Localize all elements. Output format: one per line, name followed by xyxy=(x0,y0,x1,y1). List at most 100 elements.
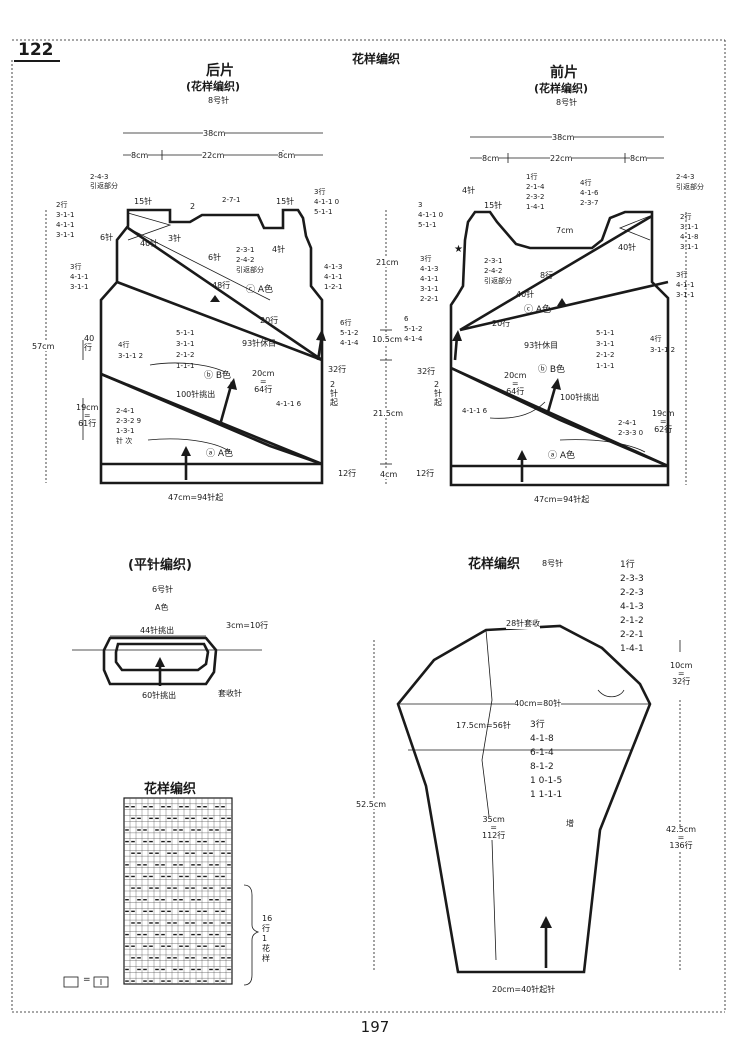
back-color-c: ⓒ A色 xyxy=(246,285,274,295)
back-right-inc1: 3行 4-1-1 0 5-1-1 xyxy=(314,188,340,216)
dim-21cm: 21cm xyxy=(376,258,399,267)
front-width-total: 38cm xyxy=(552,133,575,142)
front-neck-right: 4行 4-1-6 2-3-7 xyxy=(580,179,599,207)
back-color-a: ⓐ A色 xyxy=(206,449,234,459)
sleeve-right-height: 42.5cm = 136行 xyxy=(666,825,697,850)
sleeve-upper-width: 40cm=80针 xyxy=(514,698,562,709)
front-color-a: ⓐ A色 xyxy=(548,451,576,461)
back-title: 后片 xyxy=(206,63,234,79)
front-side-rows: 32行 xyxy=(417,367,436,376)
back-bottom-width: 47cm=94针起 xyxy=(168,493,224,502)
front-star-icon: ★ xyxy=(454,244,463,255)
back-left-inc1: 2行 3-1-1 4-1-1 3-1-1 xyxy=(56,201,75,239)
front-shoulder-left: 15针 xyxy=(484,201,503,210)
front-short-right: 2-4-3 引返部分 xyxy=(676,173,704,191)
front-bottom-width: 47cm=94针起 xyxy=(534,495,590,504)
page-number: 122 xyxy=(14,40,60,62)
front-bind-off: 93针休目 xyxy=(524,341,559,350)
back-short-left: 2-4-3 引返部分 xyxy=(90,173,118,190)
front-left-side: 6 5-1-2 4-1-4 xyxy=(404,315,423,343)
front-sts-40: 40针 xyxy=(618,243,637,252)
front-lower-dec: 2-4-1 2-3-3 0 xyxy=(618,419,644,437)
back-pick-up: 100针挑出 xyxy=(176,390,216,399)
front-bottom-rows: 12行 xyxy=(416,469,435,478)
front-mid-height: 20cm = 64行 xyxy=(504,371,527,396)
sleeve-diagram xyxy=(373,624,681,974)
front-right-inc1: 2行 3-1-1 4-1-8 3-1-1 xyxy=(680,213,699,251)
back-outline xyxy=(99,208,324,485)
front-sts-40b: 40针 xyxy=(516,290,535,299)
back-right-inc2: 4-1-3 4-1-1 1-2-1 xyxy=(324,263,343,291)
back-width-right: 8cm xyxy=(278,151,296,160)
collar-bottom: 60针挑出 xyxy=(142,691,177,700)
front-side-2: 2 针 起 xyxy=(434,380,442,407)
collar-title: (平针编织) xyxy=(128,558,192,573)
front-title: 前片 xyxy=(550,65,578,81)
front-subtitle: (花样编织) xyxy=(534,82,589,95)
front-piece xyxy=(449,136,687,487)
back-neck-side: 6针 xyxy=(100,233,114,242)
back-color-b: ⓑ B色 xyxy=(204,371,232,381)
front-color-c: ⓒ A色 xyxy=(524,305,552,315)
front-left-4: 4针 xyxy=(462,186,476,195)
front-lower-right: 19cm = 62行 xyxy=(652,409,675,434)
back-right-inc3: 6行 5-1-2 4-1-4 xyxy=(340,319,359,347)
stitch-chart xyxy=(123,797,233,985)
chart-brace xyxy=(243,884,260,986)
collar-bindoff: 套收针 xyxy=(218,689,242,698)
front-rows-20: 20行 xyxy=(492,319,511,328)
front-right-dec: 4行 3-1-1 2 xyxy=(650,335,676,354)
back-mid-height: 20cm = 64行 xyxy=(252,369,275,394)
front-left-dec: 4-1-1 6 xyxy=(462,407,488,415)
chart-title: 花样编织 xyxy=(144,782,197,797)
collar-color: A色 xyxy=(155,603,169,612)
sleeve-half-width: 17.5cm=56针 xyxy=(456,721,511,730)
back-needle: 8号针 xyxy=(208,96,230,105)
back-neck-rows: 2-7-1 xyxy=(222,196,241,204)
collar-needle: 6号针 xyxy=(152,585,174,594)
sleeve-total-height: 52.5cm xyxy=(356,800,387,809)
back-rows-40: 40 行 xyxy=(84,334,95,352)
back-side-rows: 32行 xyxy=(328,365,347,374)
dim-21-5cm: 21.5cm xyxy=(373,409,404,418)
sleeve-inc-label: 增 xyxy=(566,819,574,828)
sleeve-dec-rows: 1行 2-3-3 2-2-3 4-1-3 2-1-2 2-2-1 1-4-1 xyxy=(620,560,644,654)
back-rows-20: 20行 xyxy=(260,316,279,325)
front-outline xyxy=(449,210,670,487)
back-shoulder-left: 15针 xyxy=(134,197,153,206)
back-width-total: 38cm xyxy=(203,129,226,138)
back-side-2: 2 针 起 xyxy=(330,380,338,407)
sleeve-mid-height: 35cm = 112行 xyxy=(482,815,506,840)
sleeve-title: 花样编织 xyxy=(468,557,521,572)
back-subtitle: (花样编织) xyxy=(186,80,241,93)
front-needle: 8号针 xyxy=(556,98,578,107)
sleeve-top: 28针套收 xyxy=(506,618,541,629)
back-piece xyxy=(45,132,326,485)
front-left-inc: 3行 4-1-3 4-1-1 3-1-1 2-2-1 xyxy=(420,255,439,303)
front-rows-8: 8行 xyxy=(540,271,554,280)
chart-legend xyxy=(63,976,109,988)
page-frame xyxy=(11,39,726,1013)
back-width-left: 8cm xyxy=(131,151,149,160)
dim-4cm: 4cm xyxy=(380,470,398,479)
back-center-dec: 5-1-1 3-1-1 2-1-2 1-1-1 xyxy=(176,329,195,370)
dim-10-5cm: 10.5cm xyxy=(372,335,403,344)
back-lower-dec: 2-4-1 2-3-2 9 1-3-1 针 次 xyxy=(116,407,142,445)
footer-page-number: 197 xyxy=(360,1018,390,1036)
sleeve-outline xyxy=(396,624,652,974)
front-neck-7cm: 7cm xyxy=(556,226,574,235)
back-lower-left: 19cm = 61行 xyxy=(76,403,99,428)
back-left-inc2: 3行 4-1-1 3-1-1 xyxy=(70,263,89,291)
sleeve-bottom-width: 20cm=40针起针 xyxy=(492,985,556,994)
chart-legend-eq: = xyxy=(83,975,91,985)
back-short-rows: 2-3-1 2-4-2 引返部分 xyxy=(236,246,264,274)
front-neck-rows: 1行 2-1-4 2-3-2 1-4-1 xyxy=(526,173,545,211)
front-width-mid: 22cm xyxy=(550,154,573,163)
front-neck-left: 3 4-1-1 0 5-1-1 xyxy=(418,201,444,229)
back-left-dec: 4行 3-1-1 2 xyxy=(118,341,144,360)
front-color-b: ⓑ B色 xyxy=(538,365,566,375)
front-width-left: 8cm xyxy=(482,154,500,163)
back-neck-center: 3针 xyxy=(168,234,182,243)
